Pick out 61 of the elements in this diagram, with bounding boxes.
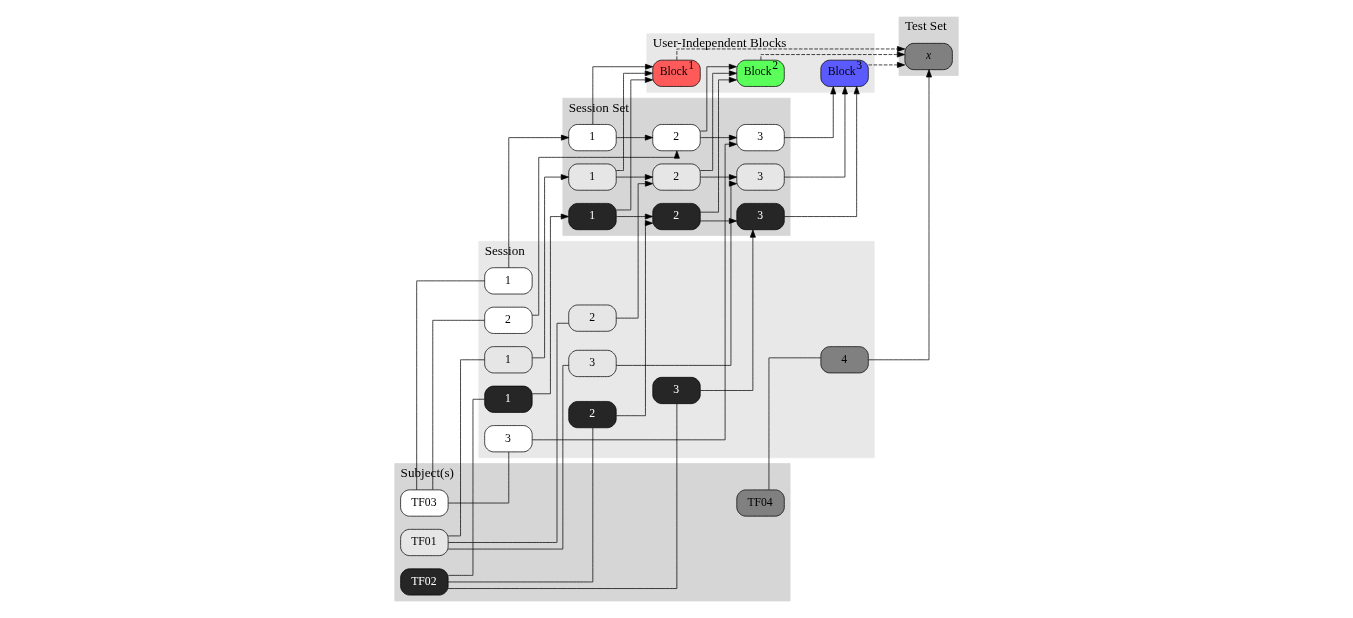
arrow <box>700 76 737 213</box>
arrow <box>531 150 680 316</box>
arrow <box>616 180 653 319</box>
node-box: 3 <box>568 349 617 377</box>
node-box: 3 <box>736 203 785 231</box>
arrow <box>700 63 737 132</box>
arrow <box>784 86 848 178</box>
node-box: 2 <box>652 163 701 191</box>
arrow <box>616 220 653 417</box>
node-box: 2 <box>568 401 617 429</box>
arrow <box>700 134 737 141</box>
arrow <box>531 141 738 441</box>
node-box: x <box>904 43 953 71</box>
arrow <box>615 180 737 366</box>
arrow <box>868 69 932 361</box>
node-box: 1 <box>484 385 533 413</box>
arrow <box>784 86 837 138</box>
arrow <box>508 134 570 268</box>
arrow <box>700 174 737 180</box>
arrow <box>700 218 737 224</box>
arrow <box>615 76 653 211</box>
connector <box>447 403 678 589</box>
connector <box>447 359 485 537</box>
arrow <box>592 63 654 125</box>
node-box: 2 <box>652 203 701 231</box>
connector <box>447 365 569 550</box>
node-box: TF03 <box>400 489 449 517</box>
node-box: 1 <box>568 163 617 191</box>
arrow <box>615 134 653 141</box>
arrow <box>532 213 569 395</box>
node-box: 2 <box>652 124 701 152</box>
node-box: 2 <box>484 306 533 334</box>
connector <box>432 319 485 490</box>
connector <box>447 427 594 583</box>
node-box: 3 <box>736 124 785 152</box>
node-box: 3 <box>652 376 701 404</box>
node-box: 1 <box>568 124 617 152</box>
node-box: 4 <box>820 346 869 374</box>
arrow <box>615 70 653 171</box>
connector <box>768 357 821 490</box>
node-box: 1 <box>484 267 533 295</box>
arrow <box>783 86 860 217</box>
node-box: 1 <box>484 346 533 374</box>
connector <box>448 322 569 543</box>
arrow <box>868 62 906 68</box>
connector <box>416 280 485 491</box>
node-box: 3 <box>736 163 785 191</box>
arrow <box>615 213 653 220</box>
arrow <box>760 51 905 61</box>
arrow <box>615 174 653 180</box>
node-box: TF02 <box>400 568 449 596</box>
arrow <box>531 174 569 359</box>
arrow <box>700 70 737 171</box>
arrow <box>700 229 756 391</box>
node-box: TF01 <box>400 528 449 556</box>
node-box: 2 <box>568 304 617 332</box>
connector <box>447 451 510 504</box>
node-box: 1 <box>568 203 617 231</box>
node-box: 3 <box>484 425 533 453</box>
node-box: TF04 <box>736 489 785 517</box>
connector <box>448 398 485 576</box>
